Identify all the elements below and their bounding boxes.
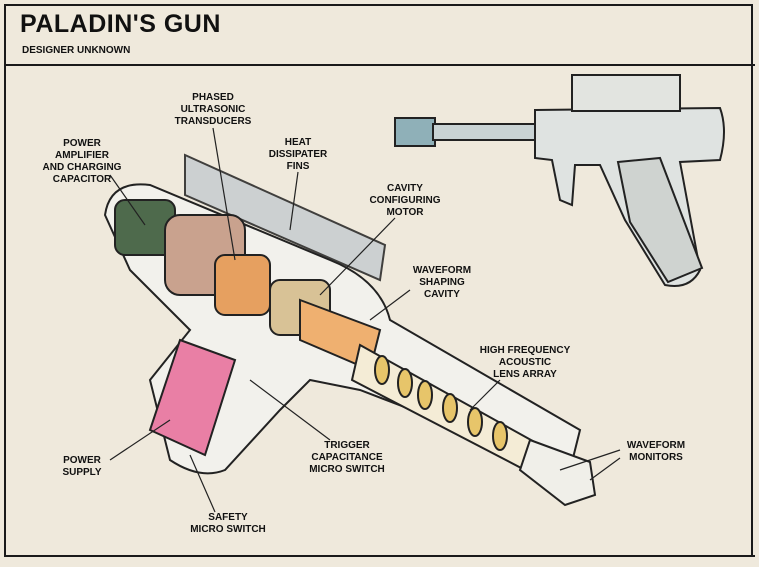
designer-credit: DESIGNER UNKNOWN xyxy=(22,45,131,56)
label-waveform-monitors: WAVEFORM MONITORS xyxy=(626,440,686,463)
label-safety-switch: SAFETY MICRO SWITCH xyxy=(190,512,266,535)
header-divider xyxy=(4,64,755,66)
label-power-amplifier: POWER AMPLIFIER AND CHARGING CAPACITOR xyxy=(42,138,122,185)
label-acoustic-lens-array: HIGH FREQUENCY ACOUSTIC LENS ARRAY xyxy=(479,345,571,380)
label-cavity-configuring-motor: CAVITY CONFIGURING MOTOR xyxy=(369,183,441,218)
cutaway-gun xyxy=(103,153,597,507)
label-waveform-shaping-cavity: WAVEFORM SHAPING CAVITY xyxy=(412,265,472,300)
leader-lines xyxy=(109,127,621,513)
label-trigger-switch: TRIGGER CAPACITANCE MICRO SWITCH xyxy=(309,440,385,475)
page-title: PALADIN'S GUN xyxy=(20,10,221,38)
side-view-gun xyxy=(394,74,725,287)
label-phased-ultrasonic-transducers: PHASED ULTRASONIC TRANSDUCERS xyxy=(174,92,252,127)
label-power-supply: POWER SUPPLY xyxy=(62,455,102,478)
footer-divider xyxy=(4,555,755,557)
label-heat-dissipater-fins: HEAT DISSIPATER FINS xyxy=(268,137,328,172)
